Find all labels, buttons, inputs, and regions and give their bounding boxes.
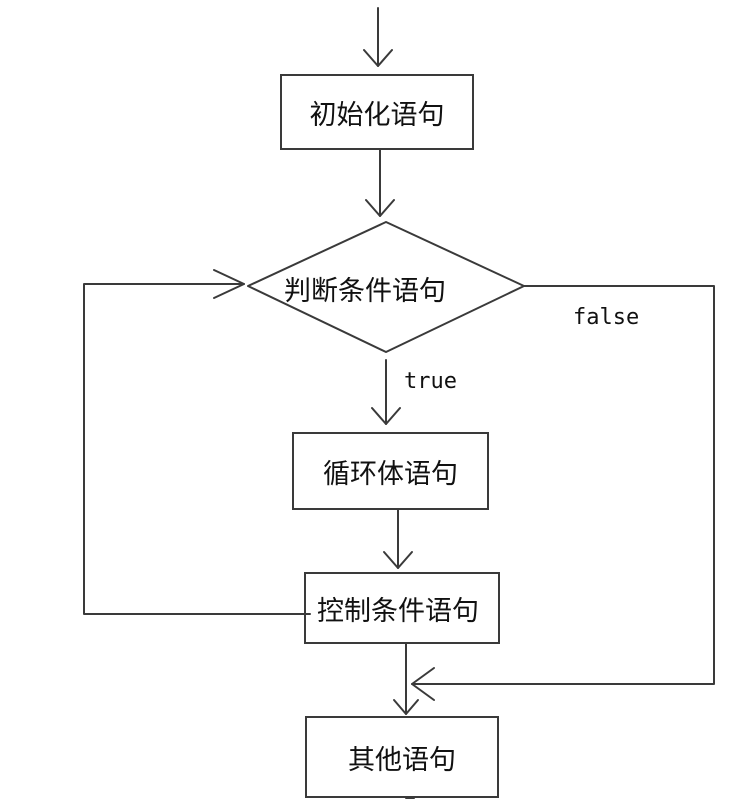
other-statement-box: 其他语句 — [305, 716, 499, 798]
body-to-control-arrow — [383, 509, 413, 569]
loop-body-box: 循环体语句 — [292, 432, 489, 510]
init-statement-label: 初始化语句 — [309, 99, 445, 131]
loop-back-arrow — [83, 269, 311, 615]
other-statement-label: 其他语句 — [348, 744, 456, 776]
false-label: false — [573, 305, 640, 330]
control-to-other-arrow — [393, 643, 419, 715]
condition-diamond — [247, 221, 525, 353]
condition-statement-label: 判断条件语句 — [284, 276, 446, 307]
control-statement-label: 控制条件语句 — [317, 595, 479, 627]
control-statement-box: 控制条件语句 — [304, 572, 500, 644]
init-to-condition-arrow — [365, 149, 395, 217]
entry-arrow — [363, 7, 393, 67]
init-statement-box: 初始化语句 — [280, 74, 474, 150]
true-label: true — [404, 369, 457, 394]
true-branch-arrow — [371, 359, 401, 425]
false-branch-arrow — [411, 285, 715, 701]
loop-body-label: 循环体语句 — [323, 458, 458, 490]
